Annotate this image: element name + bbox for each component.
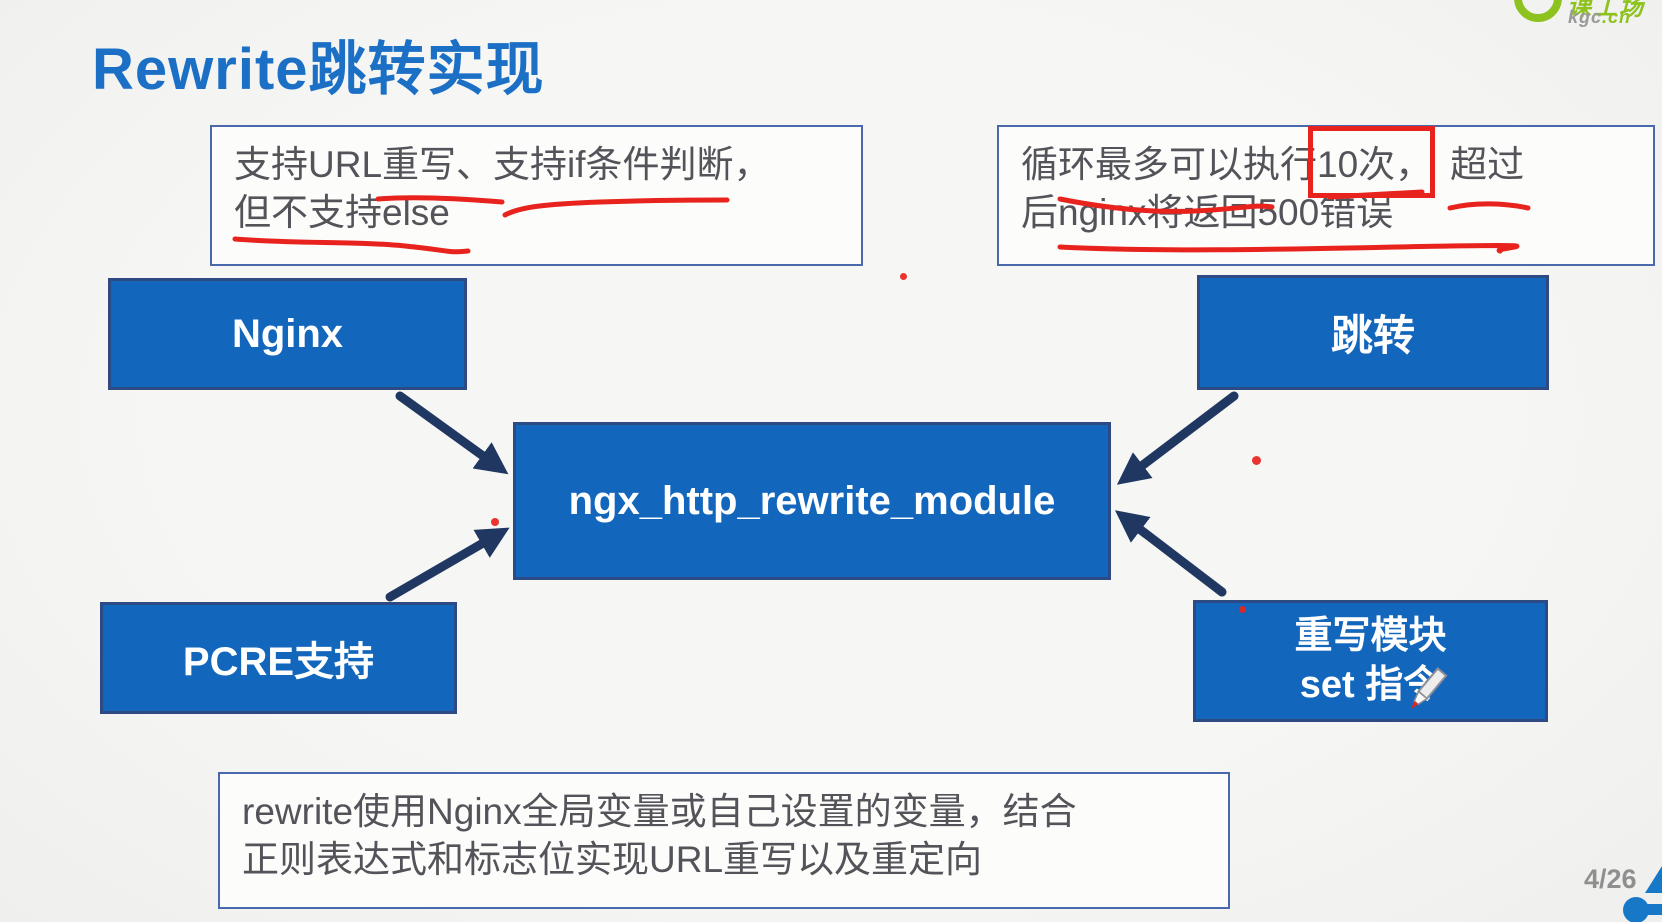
node-rewrite-set-line2: set 指令 [1299, 664, 1442, 706]
logo-domain-gray: kgc [1568, 7, 1603, 27]
node-ngx-http-rewrite-module: ngx_http_rewrite_module [513, 422, 1111, 580]
node-jump: 跳转 [1197, 275, 1549, 390]
note-tl-line2: 但不支持else [234, 192, 450, 233]
arrow-set-to-module [1114, 510, 1227, 597]
node-pcre-support: PCRE支持 [100, 602, 457, 714]
note-url-rewrite-support: 支持URL重写、支持if条件判断， 但不支持else [210, 125, 863, 266]
red-laser-dot [900, 273, 907, 280]
node-nginx: Nginx [108, 278, 467, 390]
node-rewrite-set: 重写模块 set 指令 [1193, 600, 1548, 722]
note-bottom-line1: rewrite使用Nginx全局变量或自己设置的变量，结合 [242, 791, 1077, 832]
logo-domain-green: .cn [1602, 7, 1632, 27]
slide-title: Rewrite跳转实现 [92, 37, 545, 102]
red-laser-dot [1239, 606, 1246, 613]
red-boxed-text: 10次， [1307, 126, 1436, 198]
logo-swoosh-icon [1514, 0, 1562, 22]
arrow-jump-to-module [1116, 391, 1239, 485]
note-tr-line1: 循环最多可以执行10次， 超过 [1021, 126, 1653, 198]
note-tr-line1-suffix: 超过 [1450, 144, 1525, 185]
note-tr-line2: 后nginx将返回500错误 [1021, 192, 1394, 233]
red-laser-dot [1252, 456, 1261, 465]
note-rewrite-description: rewrite使用Nginx全局变量或自己设置的变量，结合 正则表达式和标志位实… [218, 772, 1230, 909]
arrow-nginx-to-module [395, 391, 509, 475]
note-tl-line1: 支持URL重写、支持if条件判断， [234, 144, 771, 185]
note-loop-limit: 循环最多可以执行10次， 超过 后nginx将返回500错误 [997, 125, 1655, 266]
node-rewrite-set-line1: 重写模块 [1294, 614, 1447, 657]
kgc-logo: 课工场 kgc.cn [1505, 0, 1662, 34]
red-laser-dot [491, 518, 499, 526]
page-number: 4/26 [1584, 864, 1637, 894]
logo-brand-text: 课工场 [1567, 0, 1645, 21]
logo-domain: kgc.cn [1568, 7, 1631, 28]
arrow-pcre-to-module [385, 527, 510, 602]
note-bottom-line2: 正则表达式和标志位实现URL重写以及重定向 [242, 839, 983, 880]
note-tr-line1-prefix: 循环最多可以执行 [1021, 144, 1317, 185]
